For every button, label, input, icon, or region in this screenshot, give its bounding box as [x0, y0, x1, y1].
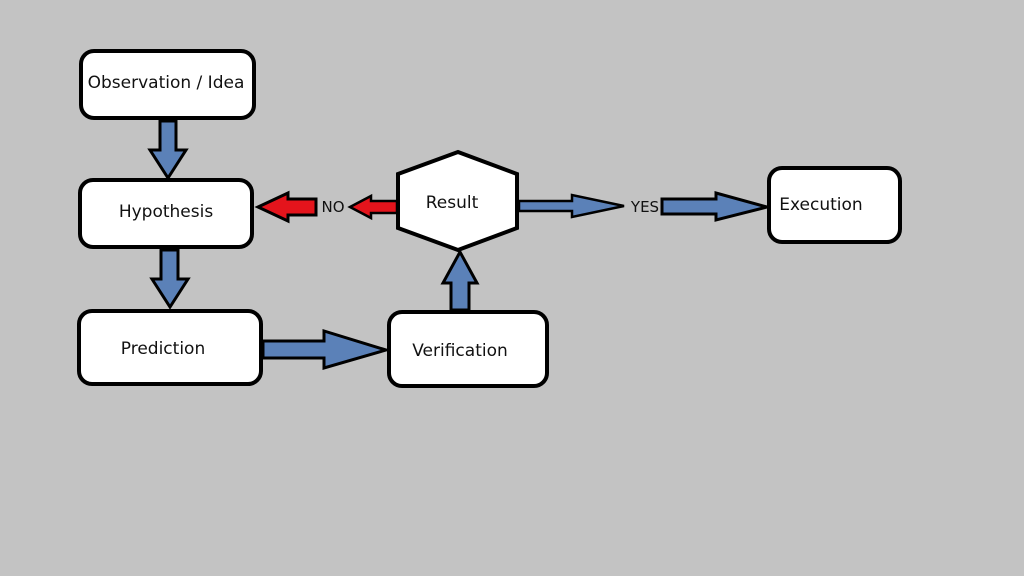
arrow-result-to-yes: [517, 193, 625, 219]
node-execution-box: [767, 166, 902, 244]
arrow-prediction-to-verification: [261, 328, 392, 370]
arrow-observation-to-hypothesis: [147, 119, 189, 181]
node-result-label: Result: [426, 193, 479, 213]
node-verification: Verification: [387, 310, 549, 388]
arrow-hypothesis-to-prediction: [149, 248, 191, 310]
node-hypothesis-box: [78, 178, 254, 249]
node-observation-box: [79, 49, 256, 120]
node-prediction: Prediction: [77, 309, 263, 386]
edge-label-no: NO: [321, 198, 344, 216]
node-execution: Execution: [767, 166, 902, 244]
node-hypothesis-label: Hypothesis: [119, 202, 214, 222]
arrow-verification-to-result: [440, 248, 480, 312]
node-verification-label: Verification: [412, 341, 508, 361]
node-result: Result: [396, 149, 519, 253]
node-hypothesis: Hypothesis: [78, 178, 254, 249]
node-prediction-box: [77, 309, 263, 386]
node-prediction-label: Prediction: [121, 339, 205, 359]
arrow-no-to-hypothesis: [254, 190, 318, 224]
node-observation-label: Observation / Idea: [88, 73, 245, 93]
arrow-result-to-no: [347, 193, 399, 221]
edge-label-yes: YES: [630, 198, 659, 216]
node-observation: Observation / Idea: [79, 49, 256, 120]
arrows: [147, 119, 773, 370]
node-result-hexagon: [396, 149, 519, 253]
node-verification-box: [387, 310, 549, 388]
node-execution-label: Execution: [779, 195, 862, 215]
arrow-yes-to-execution: [660, 191, 773, 222]
